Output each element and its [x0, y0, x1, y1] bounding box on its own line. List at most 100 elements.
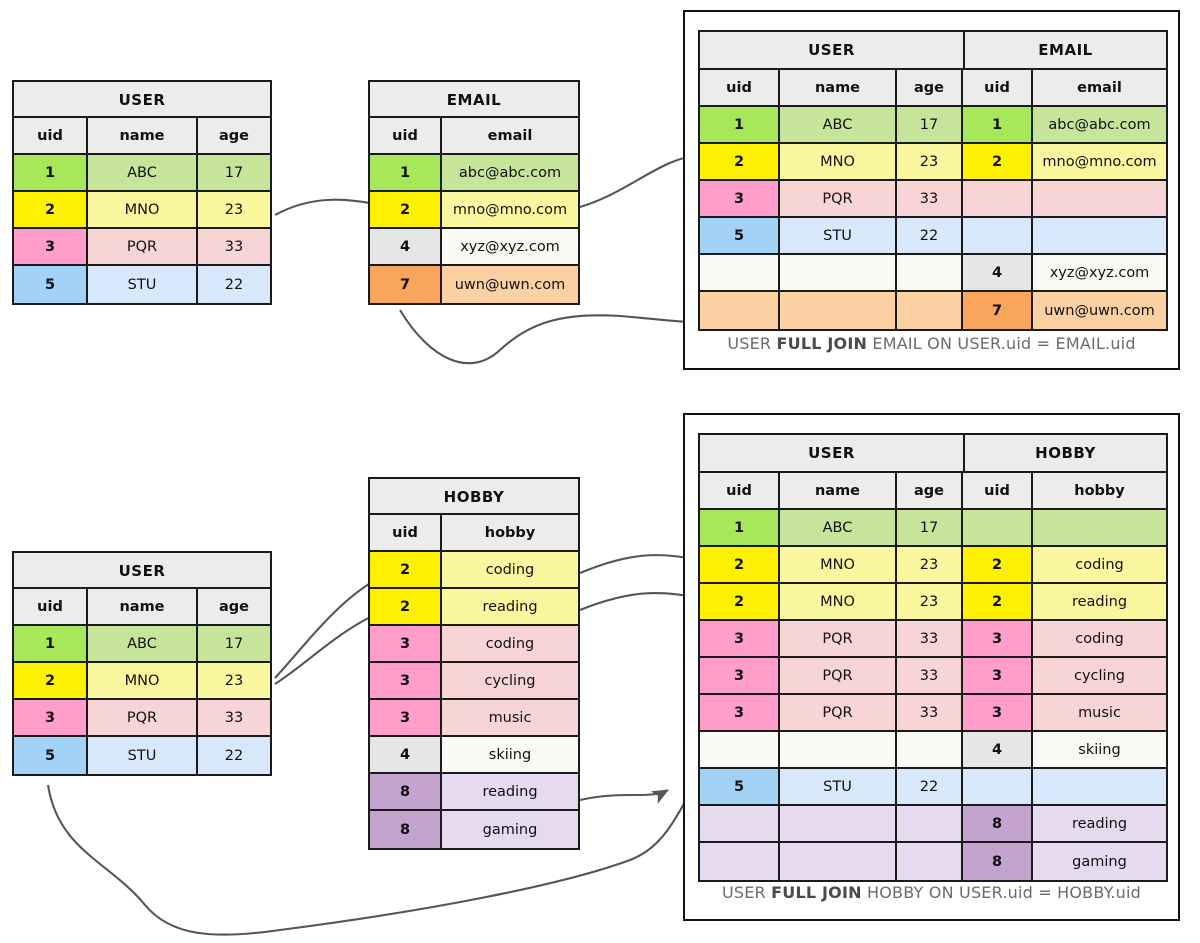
- table-row: 7 uwn@uwn.com: [700, 292, 1166, 329]
- table-row: 3 cycling: [370, 663, 578, 700]
- cell-uid: 3: [370, 663, 442, 700]
- user-table-top: USER uid name age 1 ABC 17 2 MNO 23 3 PQ…: [12, 80, 272, 305]
- table-row: 3 PQR 33: [14, 229, 270, 266]
- cell-age: 22: [897, 218, 963, 255]
- cell-uid: 1: [700, 510, 780, 547]
- cell-name: MNO: [780, 547, 897, 584]
- cell-hobby: reading: [442, 589, 578, 626]
- cell-email: abc@abc.com: [442, 155, 578, 192]
- caption-prefix: USER: [721, 883, 772, 902]
- cell-email: [1033, 218, 1166, 255]
- cell-right-uid: [963, 769, 1033, 806]
- cell-right-uid: 4: [963, 732, 1033, 769]
- table-header-row: uid name age uid email: [700, 70, 1166, 107]
- cell-email: xyz@xyz.com: [442, 229, 578, 266]
- hobby-table-title: HOBBY: [370, 479, 578, 515]
- cell-age: 23: [897, 547, 963, 584]
- cell-age: 33: [897, 658, 963, 695]
- cell-age: 33: [897, 181, 963, 218]
- cell-uid: 7: [370, 266, 442, 303]
- cell-age: 22: [198, 737, 270, 774]
- cell-uid: 2: [700, 144, 780, 181]
- cell-hobby: music: [442, 700, 578, 737]
- cell-uid: 2: [370, 192, 442, 229]
- cell-hobby: coding: [1033, 621, 1166, 658]
- table-row: 2 MNO 23: [14, 192, 270, 229]
- email-join-result-table: USER EMAIL uid name age uid email 1 ABC …: [698, 30, 1168, 331]
- cell-age: [897, 255, 963, 292]
- arrow-hobby-to-result-coding: [579, 549, 702, 574]
- cell-uid: 3: [700, 695, 780, 732]
- cell-right-uid: 2: [963, 547, 1033, 584]
- cell-email: uwn@uwn.com: [442, 266, 578, 303]
- table-row: 2 MNO 23: [14, 663, 270, 700]
- cell-name: PQR: [780, 695, 897, 732]
- column-header-uid: uid: [700, 70, 780, 107]
- cell-uid: 1: [700, 107, 780, 144]
- table-row: 7 uwn@uwn.com: [370, 266, 578, 303]
- cell-age: 33: [198, 700, 270, 737]
- cell-right-uid: 8: [963, 806, 1033, 843]
- column-header-uid: uid: [700, 473, 780, 510]
- cell-right-uid: 3: [963, 695, 1033, 732]
- table-row: 1 ABC 17: [700, 510, 1166, 547]
- cell-hobby: [1033, 510, 1166, 547]
- result-group-header: USER EMAIL: [700, 32, 1166, 70]
- cell-uid: 4: [370, 229, 442, 266]
- table-row: 5 STU 22: [14, 266, 270, 303]
- cell-age: [897, 732, 963, 769]
- table-row: 1 ABC 17: [14, 155, 270, 192]
- arrow-hobby-to-result-8: [579, 789, 669, 804]
- cell-uid: 5: [700, 218, 780, 255]
- cell-name: [780, 292, 897, 329]
- cell-email: abc@abc.com: [1033, 107, 1166, 144]
- table-row: 2 MNO 23 2 coding: [700, 547, 1166, 584]
- email-join-result-panel: USER EMAIL uid name age uid email 1 ABC …: [683, 10, 1180, 370]
- cell-name: STU: [88, 266, 198, 303]
- cell-name: PQR: [780, 658, 897, 695]
- cell-hobby: gaming: [1033, 843, 1166, 880]
- cell-right-uid: 3: [963, 658, 1033, 695]
- table-row: 8 reading: [700, 806, 1166, 843]
- cell-name: ABC: [88, 626, 198, 663]
- table-row: 4 skiing: [370, 737, 578, 774]
- column-header-name: name: [780, 473, 897, 510]
- column-header-uid: uid: [370, 515, 442, 552]
- cell-name: STU: [88, 737, 198, 774]
- cell-name: MNO: [780, 144, 897, 181]
- cell-uid: 3: [700, 181, 780, 218]
- cell-uid: 2: [370, 552, 442, 589]
- table-header-row: uid name age: [14, 589, 270, 626]
- cell-hobby: [1033, 769, 1166, 806]
- cell-age: 33: [897, 695, 963, 732]
- cell-hobby: coding: [442, 552, 578, 589]
- cell-age: [897, 806, 963, 843]
- group-header-user: USER: [700, 435, 965, 473]
- cell-uid: 8: [370, 774, 442, 811]
- column-header-age: age: [198, 118, 270, 155]
- table-row: 2 reading: [370, 589, 578, 626]
- table-header-row: uid hobby: [370, 515, 578, 552]
- table-row: 3 PQR 33 3 coding: [700, 621, 1166, 658]
- cell-age: 22: [897, 769, 963, 806]
- caption-keyword: FULL JOIN: [776, 334, 868, 353]
- cell-age: 17: [198, 155, 270, 192]
- cell-uid: 5: [14, 266, 88, 303]
- cell-right-uid: 4: [963, 255, 1033, 292]
- table-row: 3 music: [370, 700, 578, 737]
- hobby-join-caption: USER FULL JOIN HOBBY ON USER.uid = HOBBY…: [685, 883, 1178, 902]
- cell-email: xyz@xyz.com: [1033, 255, 1166, 292]
- cell-name: MNO: [88, 192, 198, 229]
- caption-prefix: USER: [727, 334, 777, 353]
- cell-name: PQR: [780, 181, 897, 218]
- cell-email: mno@mno.com: [442, 192, 578, 229]
- cell-name: ABC: [780, 107, 897, 144]
- cell-right-uid: 8: [963, 843, 1033, 880]
- cell-right-uid: 7: [963, 292, 1033, 329]
- cell-age: 17: [198, 626, 270, 663]
- table-row: 1 abc@abc.com: [370, 155, 578, 192]
- cell-uid: 1: [14, 155, 88, 192]
- cell-uid: [700, 806, 780, 843]
- table-header-row: uid email: [370, 118, 578, 155]
